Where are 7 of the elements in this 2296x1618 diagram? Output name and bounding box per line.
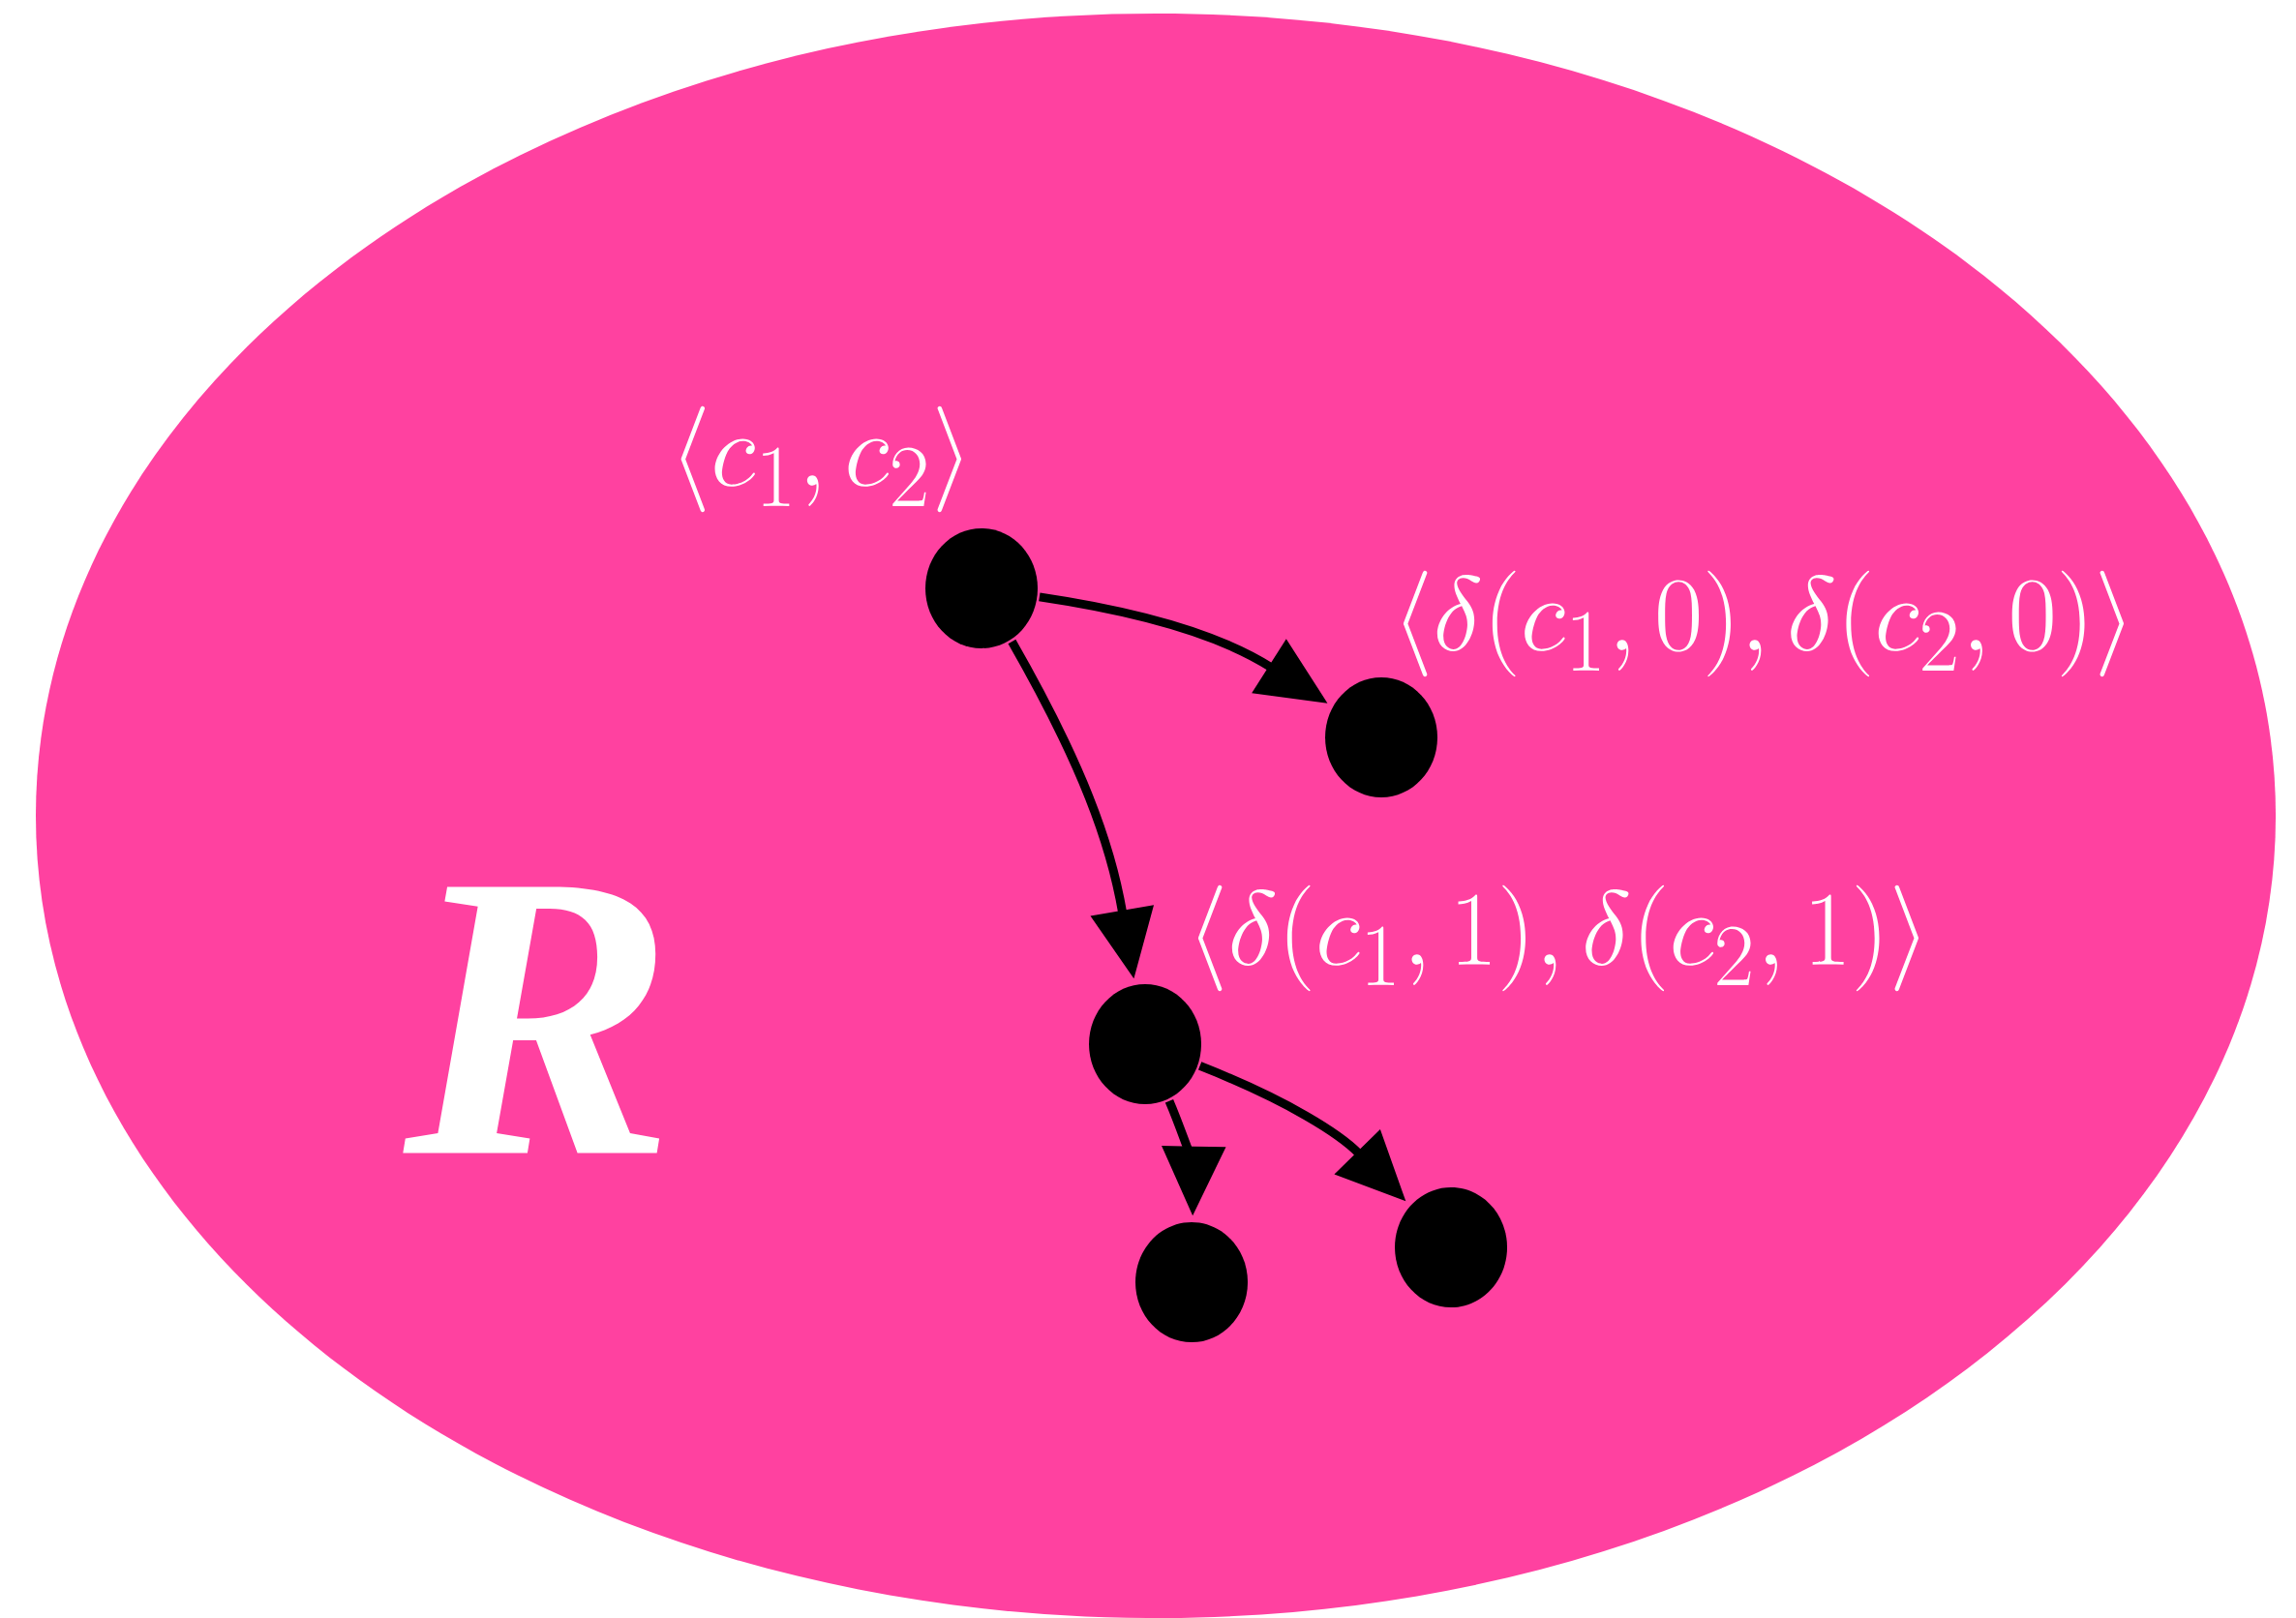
point-dot xyxy=(925,528,1038,648)
point-dot xyxy=(1325,677,1437,797)
tuple-label: $\langle \delta(c_1,0), \delta(c_2,0) \rangle$ xyxy=(1403,570,2124,677)
point-dot xyxy=(1135,1222,1248,1342)
tuple-label: $\langle \delta(c_1,1), \delta(c_2,1) \rangle$ xyxy=(1197,884,1918,992)
tuple-label: $\langle c_1, c_2 \rangle$ xyxy=(680,405,961,513)
point-dot xyxy=(1395,1187,1507,1307)
